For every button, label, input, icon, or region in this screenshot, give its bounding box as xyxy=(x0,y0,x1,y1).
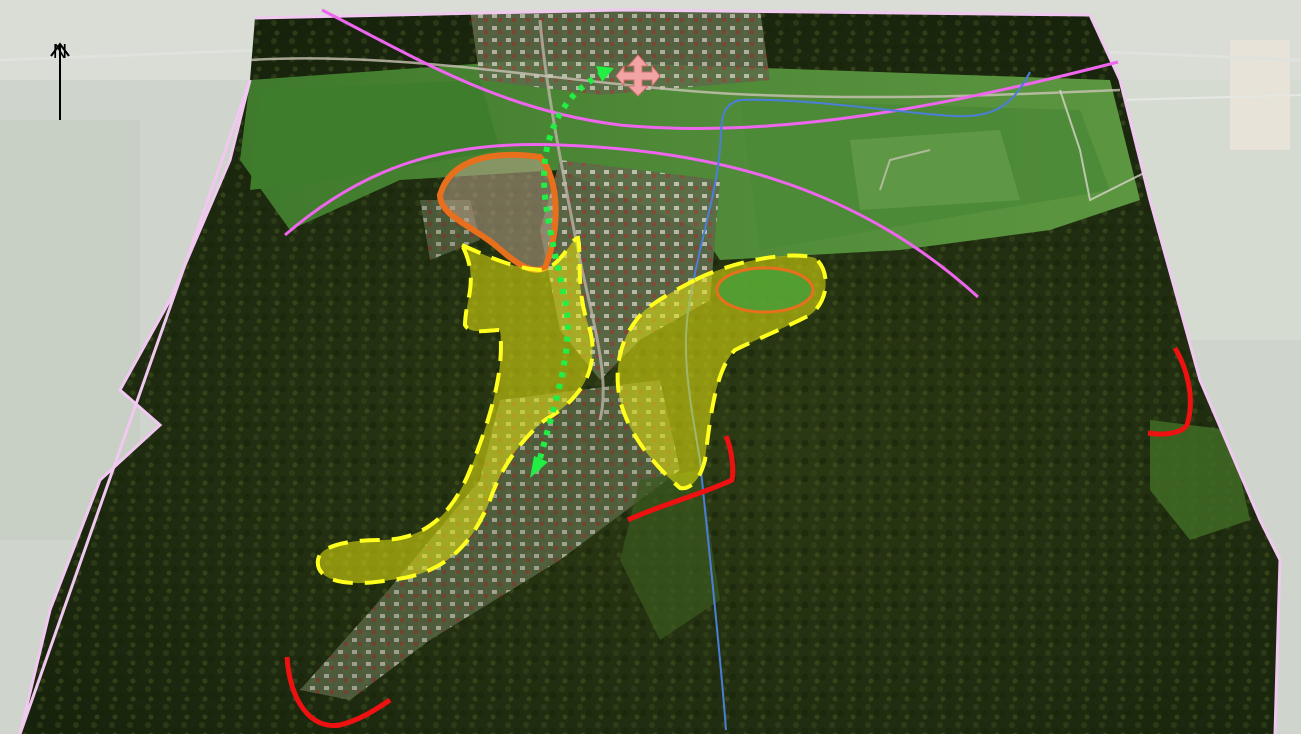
green-path-arrow xyxy=(534,69,607,471)
green-arrowhead-south xyxy=(530,456,548,478)
sports-field-outline xyxy=(715,266,815,314)
north-arrow-icon xyxy=(50,42,70,120)
study-area-boundary xyxy=(18,8,1282,734)
stream-line xyxy=(684,71,1031,731)
red-mark-east xyxy=(1147,346,1193,437)
site-marker[interactable] xyxy=(615,54,661,97)
red-mark-center xyxy=(626,435,736,523)
orange-zone xyxy=(436,151,559,273)
pink-line-south xyxy=(284,142,980,299)
pink-line-north xyxy=(321,8,1119,131)
yellow-zone-east xyxy=(615,253,828,491)
yellow-zone-west xyxy=(315,235,595,585)
red-mark-south-west xyxy=(284,656,392,729)
north-arrow: N xyxy=(40,40,80,150)
green-arrowhead-north xyxy=(596,66,614,82)
